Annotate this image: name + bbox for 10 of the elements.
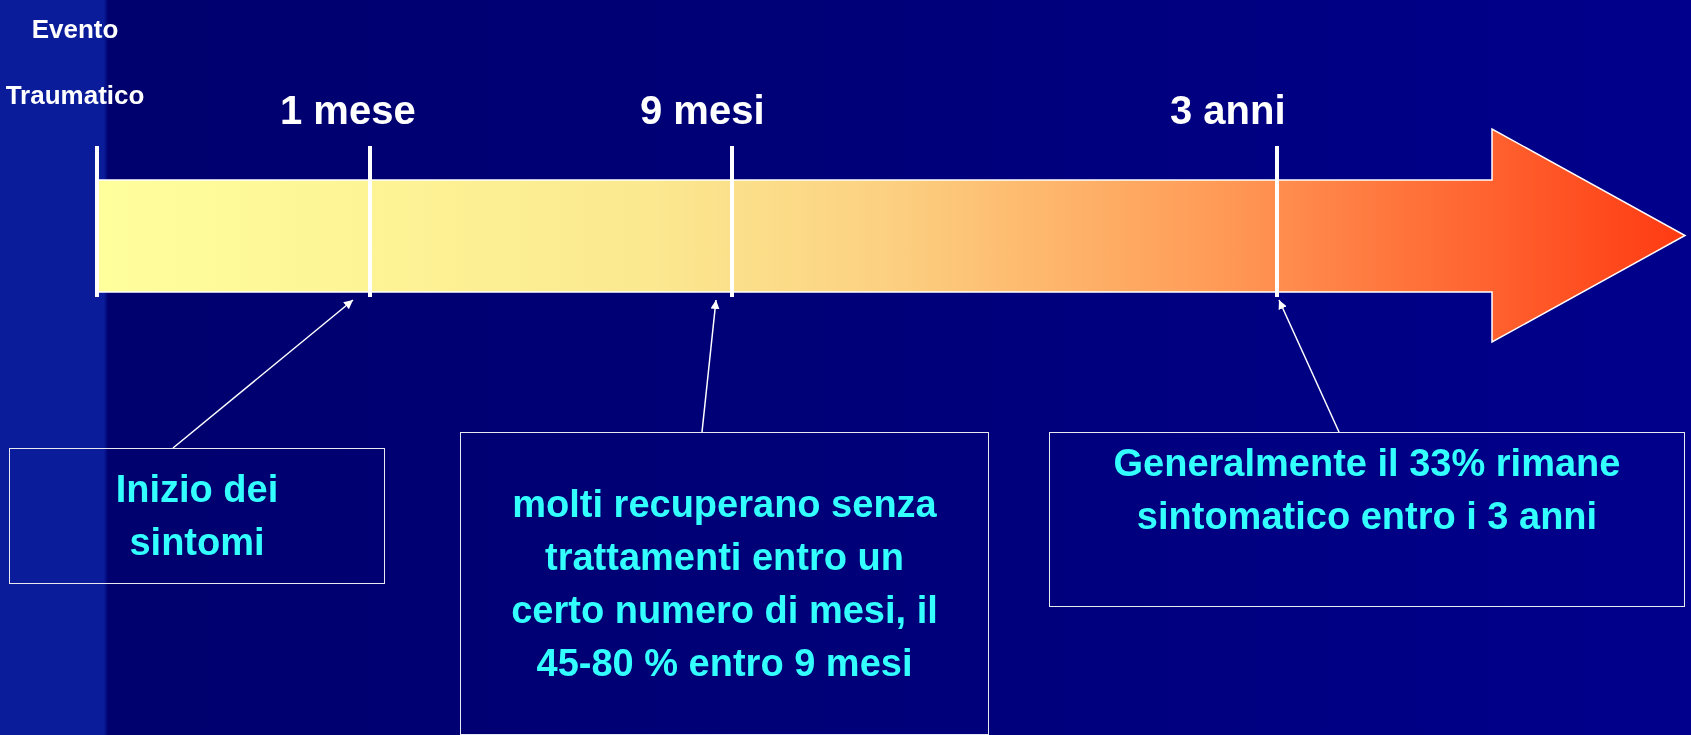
tick-label: 1 mese: [280, 88, 416, 133]
note-box: Generalmente il 33% rimane sintomatico entro i 3 anni: [1049, 432, 1685, 607]
event-label: Evento Traumatico: [4, 13, 146, 112]
note-box: molti recuperano senza trattamenti entro un certo numero di mesi, il 45-80 % entro 9 mesi: [460, 432, 989, 735]
tick-label: 3 anni: [1170, 88, 1286, 133]
note-box: Inizio dei sintomi: [9, 448, 385, 584]
tick-label: 9 mesi: [640, 88, 765, 133]
arrow: [1278, 299, 1340, 433]
arrow: [701, 299, 720, 433]
arrow: [172, 299, 354, 449]
